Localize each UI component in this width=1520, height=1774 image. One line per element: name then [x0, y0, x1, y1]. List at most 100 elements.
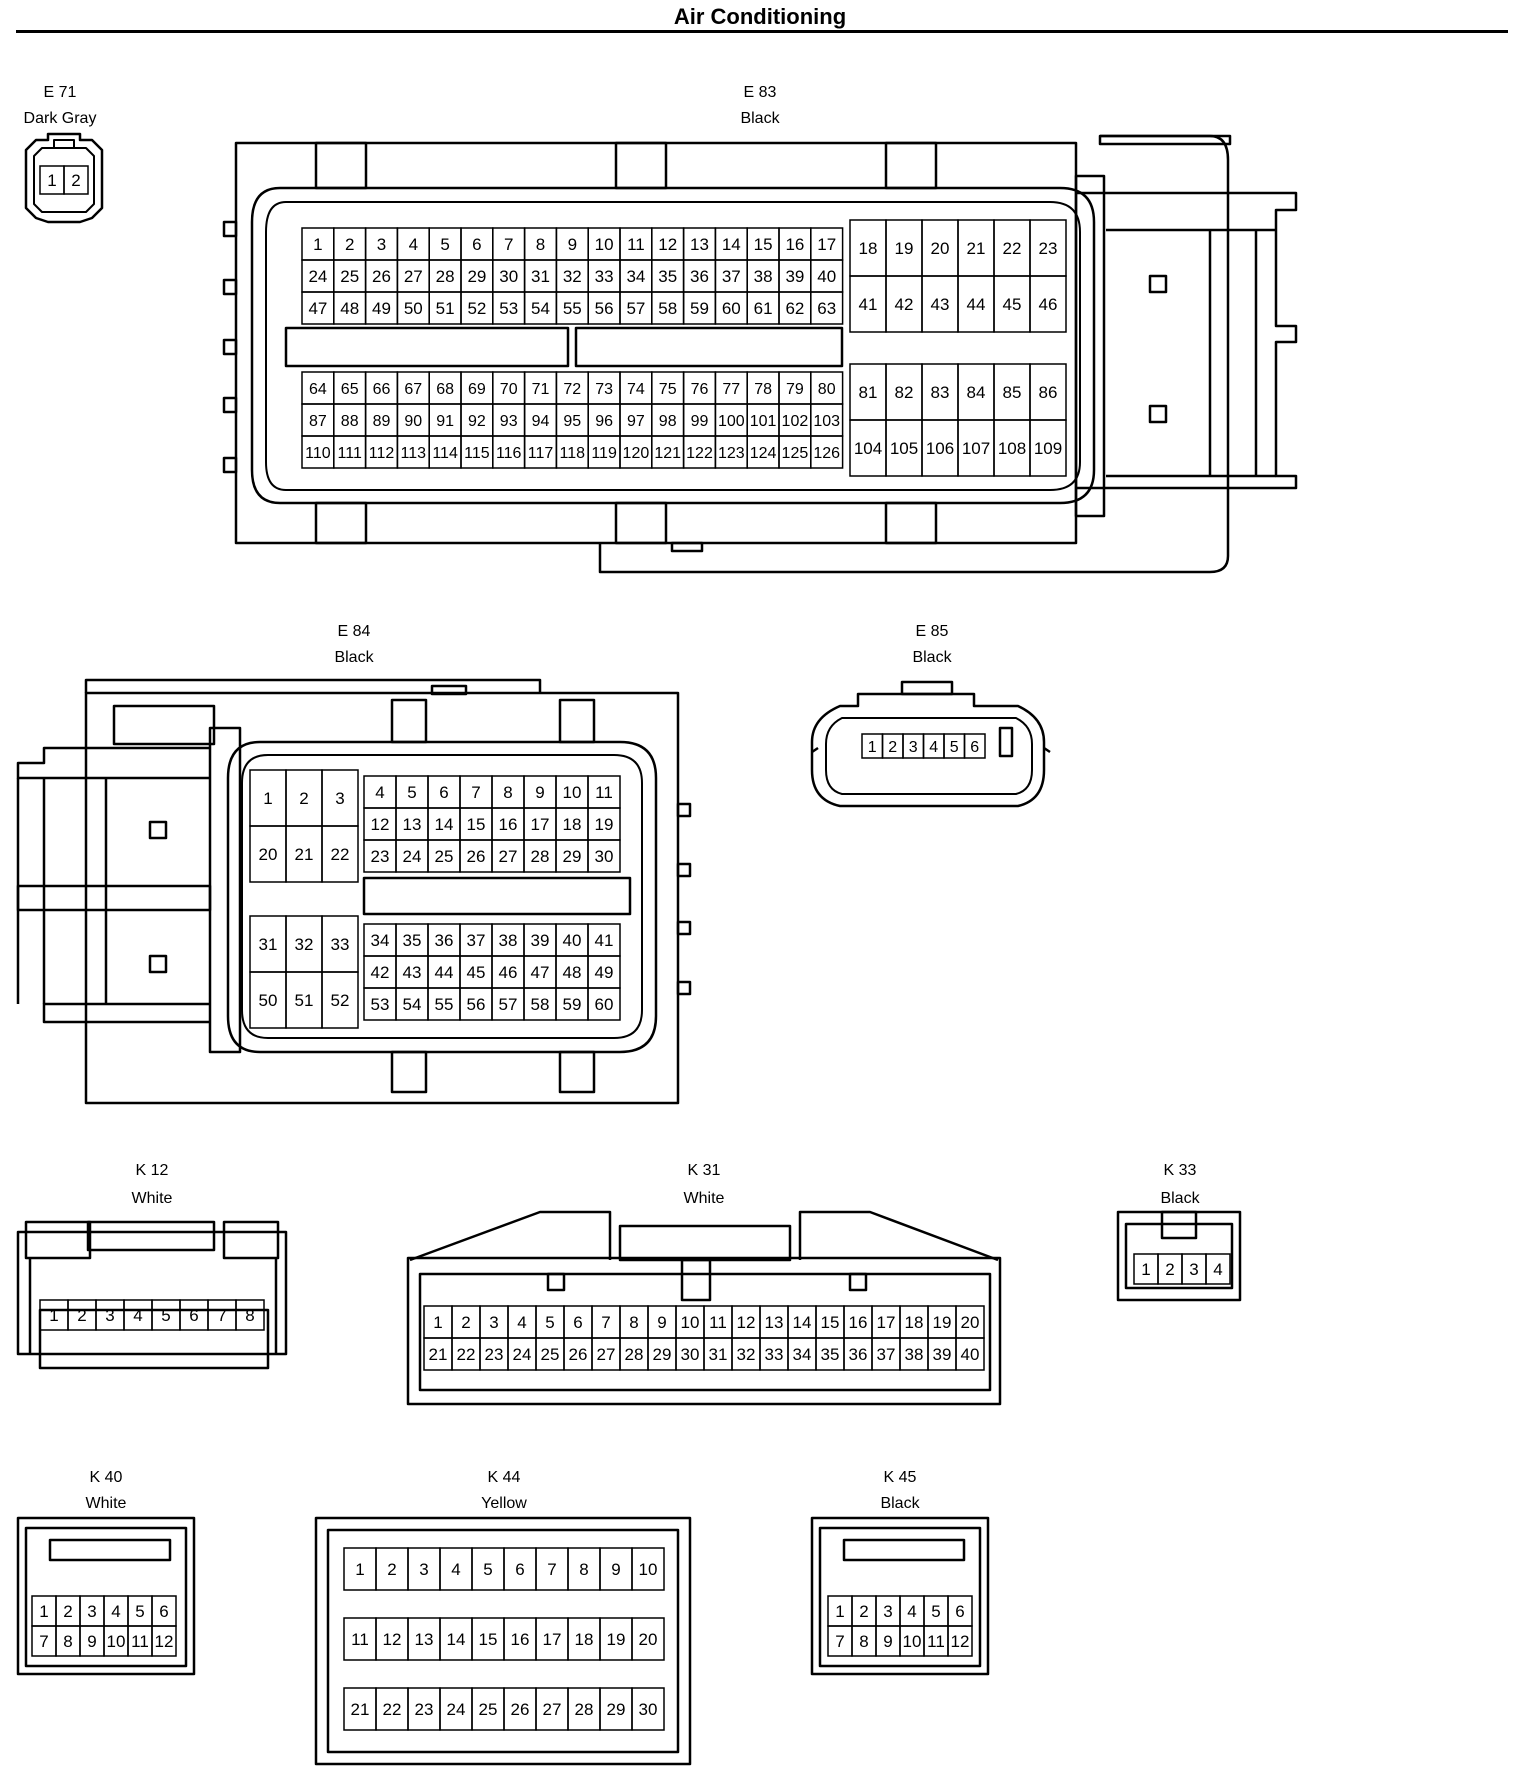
- e84-pin-label: 35: [403, 931, 422, 950]
- e84-pin-label: 54: [403, 995, 422, 1014]
- e83-pin-label: 37: [722, 267, 741, 286]
- e83-pin-label: 38: [754, 267, 773, 286]
- e83-pin-label: 109: [1034, 439, 1062, 458]
- k44-pin-label: 21: [351, 1700, 370, 1719]
- k45-pin-cell: [947, 1625, 973, 1657]
- e84-pin-label: 58: [531, 995, 550, 1014]
- e83-pin-label: 66: [373, 381, 391, 398]
- e83-pin-cell: [1029, 419, 1067, 477]
- k44-pin-label: 5: [483, 1560, 492, 1579]
- e84-pin-label: 52: [331, 991, 350, 1010]
- k45-id-label: K 45: [884, 1469, 917, 1486]
- k44-pin-label: 14: [447, 1630, 466, 1649]
- k31-pin-label: 5: [545, 1313, 554, 1332]
- e84-pin-label: 2: [299, 789, 308, 808]
- e83-pin-label: 122: [686, 445, 713, 462]
- e84-pin-label: 51: [295, 991, 314, 1010]
- e83-pin-label: 12: [658, 235, 677, 254]
- k33-housing: [1116, 1210, 1242, 1302]
- e84-pin-label: 57: [499, 995, 518, 1014]
- k45-pin-label: 5: [931, 1602, 940, 1621]
- k31-pin-label: 32: [737, 1345, 756, 1364]
- e84-pin-label: 34: [371, 931, 390, 950]
- e83-pin-label: 43: [931, 295, 950, 314]
- e84-pin-label: 9: [535, 783, 544, 802]
- e83-pin-label: 77: [722, 381, 740, 398]
- e83-pin-label: 121: [654, 445, 681, 462]
- e83-pin-label: 40: [817, 267, 836, 286]
- e83-pin-label: 120: [623, 445, 650, 462]
- e83-pin-label: 94: [532, 413, 550, 430]
- e83-pin-label: 123: [718, 445, 745, 462]
- k44-pin-label: 2: [387, 1560, 396, 1579]
- k44-pin-label: 20: [639, 1630, 658, 1649]
- e83-pin-label: 17: [817, 235, 836, 254]
- k31-pin-label: 29: [653, 1345, 672, 1364]
- e83-pin-label: 45: [1003, 295, 1022, 314]
- e83-pin-label: 5: [440, 235, 449, 254]
- e83-pin-label: 2: [345, 235, 354, 254]
- e83-pin-label: 116: [496, 445, 522, 462]
- k12-pin-label: 5: [161, 1306, 170, 1325]
- k31-pin-label: 12: [737, 1313, 756, 1332]
- k31-pin-label: 1: [433, 1313, 442, 1332]
- k44-pin-label: 30: [639, 1700, 658, 1719]
- e83-pin-label: 54: [531, 299, 550, 318]
- k31-pin-label: 4: [517, 1313, 526, 1332]
- e83-pin-label: 110: [305, 445, 331, 462]
- e83-pin-label: 91: [436, 413, 454, 430]
- e83-pin-label: 114: [432, 445, 458, 462]
- e83-pin-label: 83: [931, 383, 950, 402]
- e84-pin-label: 11: [595, 783, 613, 802]
- e84-id-label: E 84: [338, 623, 371, 640]
- e84-pin-label: 3: [335, 789, 344, 808]
- e83-pin-label: 80: [818, 381, 836, 398]
- e83-pin-label: 19: [895, 239, 914, 258]
- page-title: Air Conditioning: [673, 4, 847, 29]
- k31-pin-label: 3: [489, 1313, 498, 1332]
- k45-pin-label: 7: [835, 1632, 844, 1651]
- k31-pin-label: 13: [765, 1313, 784, 1332]
- e71-housing: [24, 132, 104, 224]
- e85-housing: [810, 680, 1051, 808]
- e84-pin-label: 20: [259, 845, 278, 864]
- e83-pin-label: 73: [595, 381, 613, 398]
- k44-pin-label: 25: [479, 1700, 498, 1719]
- e84-pin-label: 55: [435, 995, 454, 1014]
- e84-pin-label: 14: [435, 815, 454, 834]
- e84-pin-label: 40: [563, 931, 582, 950]
- k12-color-label: White: [132, 1190, 173, 1207]
- e83-pin-label: 101: [750, 413, 777, 430]
- e83-pin-label: 15: [754, 235, 773, 254]
- e84-pin-label: 29: [563, 847, 582, 866]
- e84-pin-label: 48: [563, 963, 582, 982]
- e83-pin-label: 28: [436, 267, 455, 286]
- e83-pin-label: 89: [373, 413, 391, 430]
- k31-pin-label: 7: [601, 1313, 610, 1332]
- e85-pin-cell: [963, 733, 986, 759]
- k40-housing: [16, 1516, 196, 1676]
- e84-pin-label: 15: [467, 815, 486, 834]
- k44-pin-label: 19: [607, 1630, 626, 1649]
- e85-id-label: E 85: [916, 623, 949, 640]
- e83-pin-label: 36: [690, 267, 709, 286]
- e83-pin-label: 1: [313, 235, 322, 254]
- e83-pin-label: 67: [404, 381, 422, 398]
- e83-pin-label: 74: [627, 381, 645, 398]
- e84-pin-label: 47: [531, 963, 550, 982]
- e83-pin-label: 33: [595, 267, 614, 286]
- k44-pin-label: 11: [351, 1630, 369, 1649]
- e83-pin-label: 118: [560, 445, 586, 462]
- e83-pin-label: 30: [499, 267, 518, 286]
- k40-pin-label: 9: [87, 1632, 96, 1651]
- k31-pin-label: 39: [933, 1345, 952, 1364]
- e84-pin-label: 21: [295, 845, 314, 864]
- e71-id-label: E 71: [44, 84, 77, 101]
- e83-pin-label: 81: [859, 383, 878, 402]
- e84-pin-label: 30: [595, 847, 614, 866]
- e83-pin-cell: [810, 435, 844, 469]
- k33-id-label: K 33: [1164, 1162, 1197, 1179]
- k31-pin-label: 34: [793, 1345, 812, 1364]
- e83-pin-label: 29: [467, 267, 486, 286]
- k40-pin-label: 3: [87, 1602, 96, 1621]
